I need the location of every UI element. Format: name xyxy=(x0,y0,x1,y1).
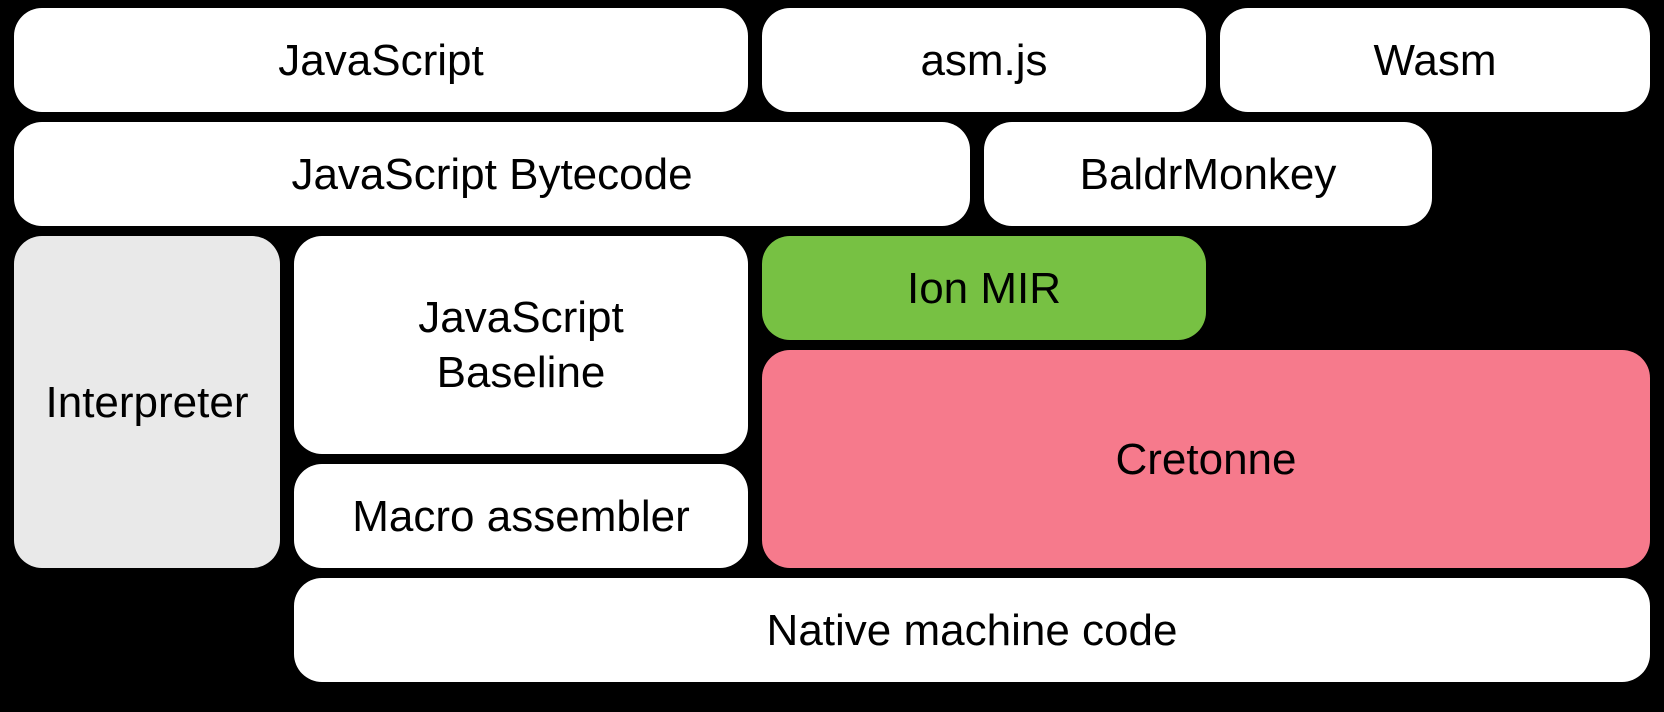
node-javascript-label: JavaScript xyxy=(278,35,484,85)
node-ion-mir-label: Ion MIR xyxy=(906,263,1062,313)
node-cretonne: Cretonne xyxy=(762,350,1650,568)
node-javascript-baseline: JavaScript Baseline xyxy=(294,236,748,454)
node-javascript-bytecode: JavaScript Bytecode xyxy=(14,122,970,226)
node-javascript-baseline-label: JavaScript Baseline xyxy=(418,293,624,397)
node-native-machine-code: Native machine code xyxy=(294,578,1650,682)
node-javascript: JavaScript xyxy=(14,8,748,112)
node-asmjs: asm.js xyxy=(762,8,1206,112)
node-baldrmonkey-label: BaldrMonkey xyxy=(1079,149,1337,199)
node-macro-assembler-label: Macro assembler xyxy=(352,491,690,541)
node-native-machine-code-label: Native machine code xyxy=(766,605,1178,655)
node-wasm-label: Wasm xyxy=(1373,35,1497,85)
node-interpreter: Interpreter xyxy=(14,236,280,568)
node-interpreter-label: Interpreter xyxy=(45,377,249,427)
node-baldrmonkey: BaldrMonkey xyxy=(984,122,1432,226)
node-ion-mir: Ion MIR xyxy=(762,236,1206,340)
node-javascript-bytecode-label: JavaScript Bytecode xyxy=(291,149,693,199)
node-wasm: Wasm xyxy=(1220,8,1650,112)
node-macro-assembler: Macro assembler xyxy=(294,464,748,568)
node-asmjs-label: asm.js xyxy=(920,35,1048,85)
node-cretonne-label: Cretonne xyxy=(1115,434,1297,484)
